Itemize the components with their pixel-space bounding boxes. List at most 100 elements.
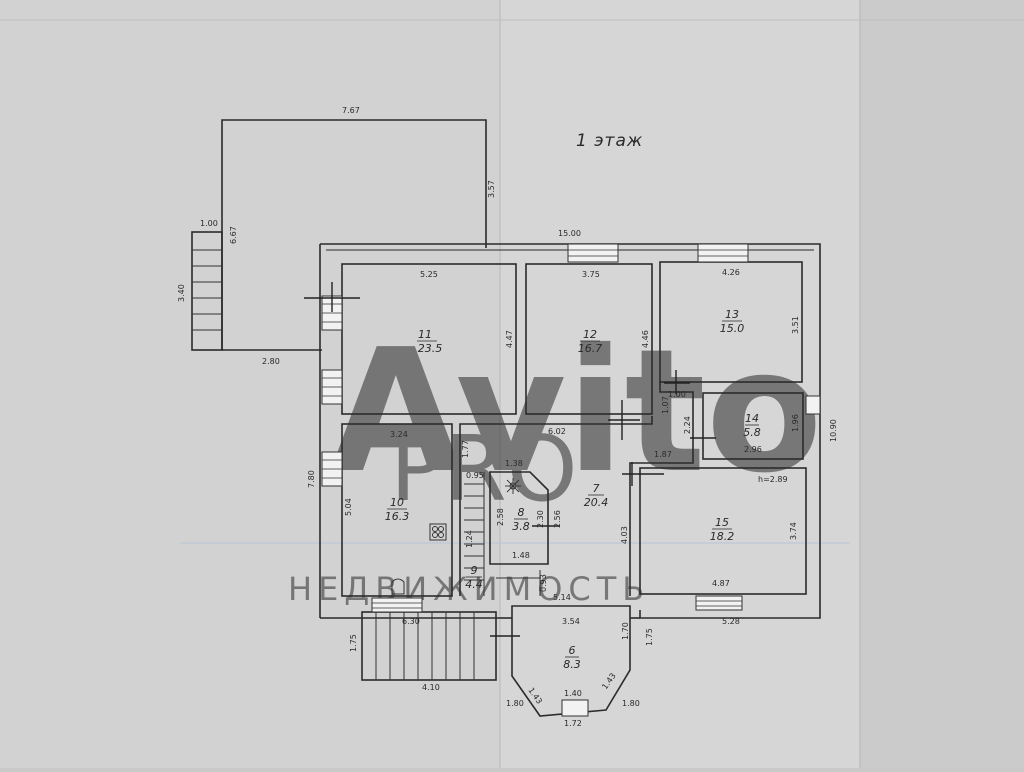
side-steps — [191, 231, 223, 351]
dim-hall-5-14: 5.14 — [553, 593, 571, 602]
step-lines — [192, 249, 541, 680]
dim-bay-1-80-right: 1.80 — [622, 699, 640, 708]
dim-room-6-depth: 1.70 — [621, 622, 630, 640]
dim-room-10-width: 3.24 — [390, 430, 408, 439]
dim-bay-1-72: 1.72 — [564, 719, 582, 728]
dim-hall-2-30: 2.30 — [536, 510, 545, 528]
dim-bottom-1-75-right: 1.75 — [645, 628, 654, 646]
dim-room-15-depth: 3.74 — [789, 522, 798, 540]
dim-room-14-depth: 1.96 — [791, 414, 800, 432]
room-10-number: 10 — [390, 496, 404, 509]
dim-room-13-width: 4.26 — [722, 268, 740, 277]
paper-panel-left — [0, 0, 500, 768]
room-12-area: 16.7 — [578, 342, 603, 355]
room-10-walls — [341, 423, 453, 597]
room-13-number: 13 — [725, 308, 739, 321]
dim-bay-1-40: 1.40 — [564, 689, 582, 698]
room-6-walls — [511, 605, 631, 717]
dim-hall-2-56: 2.56 — [553, 510, 562, 528]
dim-hall-1-24: 1.24 — [465, 530, 474, 548]
dim-hall-0-95: 0.95 — [466, 471, 484, 480]
door-marks — [304, 282, 716, 637]
dim-room-8-depth: 2.58 — [496, 508, 505, 526]
room-14-area: 5.8 — [743, 426, 761, 439]
dim-room-8-width: 1.48 — [512, 551, 530, 560]
dim-bottom-6-30: 6.30 — [402, 617, 420, 626]
dim-porch-bottom: 2.80 — [262, 357, 280, 366]
room-8-walls — [489, 471, 549, 565]
room-11-number: 11 — [418, 328, 432, 341]
dim-room-14-width: 2.96 — [744, 445, 762, 454]
dim-room-15-width: 4.87 — [712, 579, 730, 588]
dim-left-depth: 7.80 — [307, 470, 316, 488]
room-6-number: 6 — [569, 644, 576, 657]
room-7-area: 20.4 — [584, 496, 609, 509]
dim-step-length: 3.40 — [177, 284, 186, 302]
room-8-number: 8 — [518, 506, 525, 519]
watermark-brand: Avito — [330, 313, 823, 511]
dim-room-11-depth: 4.47 — [505, 330, 514, 348]
dim-hall-1-38: 1.38 — [505, 459, 523, 468]
dim-room-12-depth: 4.46 — [641, 330, 650, 348]
dim-hall-1-77: 1.77 — [461, 440, 470, 458]
stove-icon — [429, 523, 447, 541]
watermark: Avito PRO НЕДВИЖИМОСТЬ — [180, 313, 850, 608]
dim-bottom-4-10: 4.10 — [422, 683, 440, 692]
fixtures — [391, 478, 521, 595]
dim-porch-top: 7.67 — [342, 106, 360, 115]
dim-room-11-width: 5.25 — [420, 270, 438, 279]
label-underlines — [387, 320, 759, 658]
room-7-number: 7 — [593, 482, 600, 495]
room-14-number: 14 — [745, 412, 759, 425]
room-6-area: 8.3 — [563, 658, 581, 671]
dim-hall-0-93: 0.93 — [539, 574, 548, 592]
room-9-area: 4.4 — [465, 578, 483, 591]
boiler-icon — [391, 578, 405, 595]
dim-corr-1-07: 1.07 — [661, 396, 670, 414]
dim-room-13-depth: 3.51 — [791, 316, 800, 334]
window-panes — [322, 249, 748, 609]
room-11-walls — [341, 263, 517, 415]
room-11-area: 23.5 — [418, 342, 443, 355]
room-14-walls — [702, 392, 804, 460]
hall-7-walls — [459, 416, 653, 596]
light-fixture-icon — [505, 478, 521, 494]
dim-room-6-width: 3.54 — [562, 617, 580, 626]
dim-house-depth: 10.90 — [829, 419, 838, 442]
room-15-number: 15 — [715, 516, 729, 529]
dimension-labels: 7.67 3.57 6.67 2.80 1.00 3.40 15.00 10.9… — [177, 106, 838, 728]
dim-bottom-5-28: 5.28 — [722, 617, 740, 626]
room-13-area: 15.0 — [720, 322, 745, 335]
paper-panel-right — [860, 0, 1024, 768]
dim-corr-1-87: 1.87 — [654, 450, 672, 459]
room-8-area: 3.8 — [512, 520, 530, 533]
room-labels: 11 23.5 12 16.7 13 15.0 14 5.8 10 16.3 7… — [385, 308, 788, 671]
dim-room-12-width: 3.75 — [582, 270, 600, 279]
watermark-caption: НЕДВИЖИМОСТЬ — [288, 570, 650, 608]
dim-corr-2-24: 2.24 — [683, 416, 692, 434]
dim-room-10-depth: 5.04 — [344, 498, 353, 516]
room-15-area: 18.2 — [710, 530, 735, 543]
paper-panel-mid — [500, 0, 860, 768]
dim-room-7-width: 6.02 — [548, 427, 566, 436]
room-9-number: 9 — [471, 564, 478, 577]
room-15-walls — [639, 467, 807, 595]
dim-porch-left: 6.67 — [229, 226, 238, 244]
dim-step-width: 1.00 — [200, 219, 218, 228]
floor-title: 1 этаж — [576, 131, 643, 151]
front-steps — [361, 611, 497, 681]
dim-corr-1-00: 1.00 — [668, 390, 686, 399]
room-12-number: 12 — [583, 328, 597, 341]
outer-wall-right — [320, 243, 821, 619]
dim-room-7-depth: 4.03 — [620, 526, 629, 544]
dim-house-width: 15.00 — [558, 229, 581, 238]
dim-porch-right: 3.57 — [487, 180, 496, 198]
ceiling-height: h=2.89 — [758, 475, 788, 484]
dim-bottom-1-75-left: 1.75 — [349, 634, 358, 652]
corridor-walls — [629, 382, 694, 596]
room-12-walls — [525, 263, 653, 415]
room-10-area: 16.3 — [385, 510, 410, 523]
dim-bay-1-80-left: 1.80 — [506, 699, 524, 708]
